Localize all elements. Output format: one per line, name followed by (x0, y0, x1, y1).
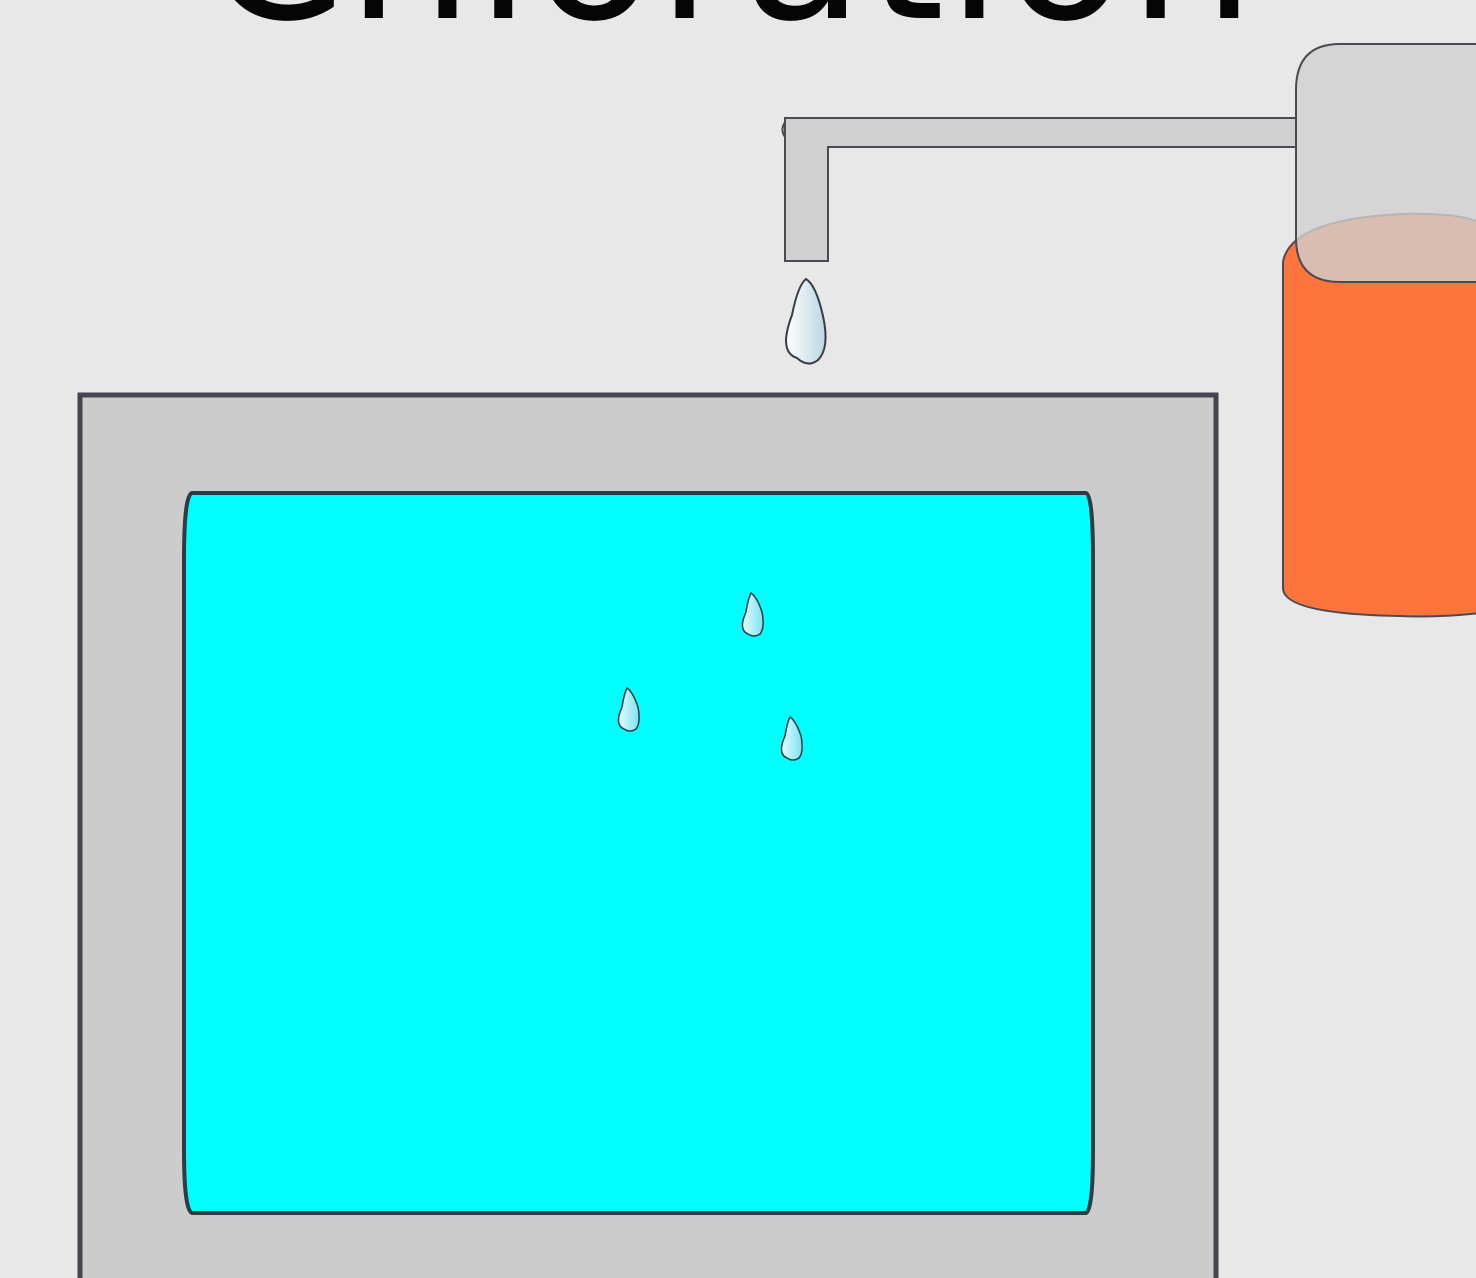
chlorine-tank-cap (1296, 44, 1476, 282)
chlorine-drop-falling (786, 279, 826, 364)
dosing-pipe (785, 118, 1296, 261)
basin-water (184, 493, 1093, 1213)
